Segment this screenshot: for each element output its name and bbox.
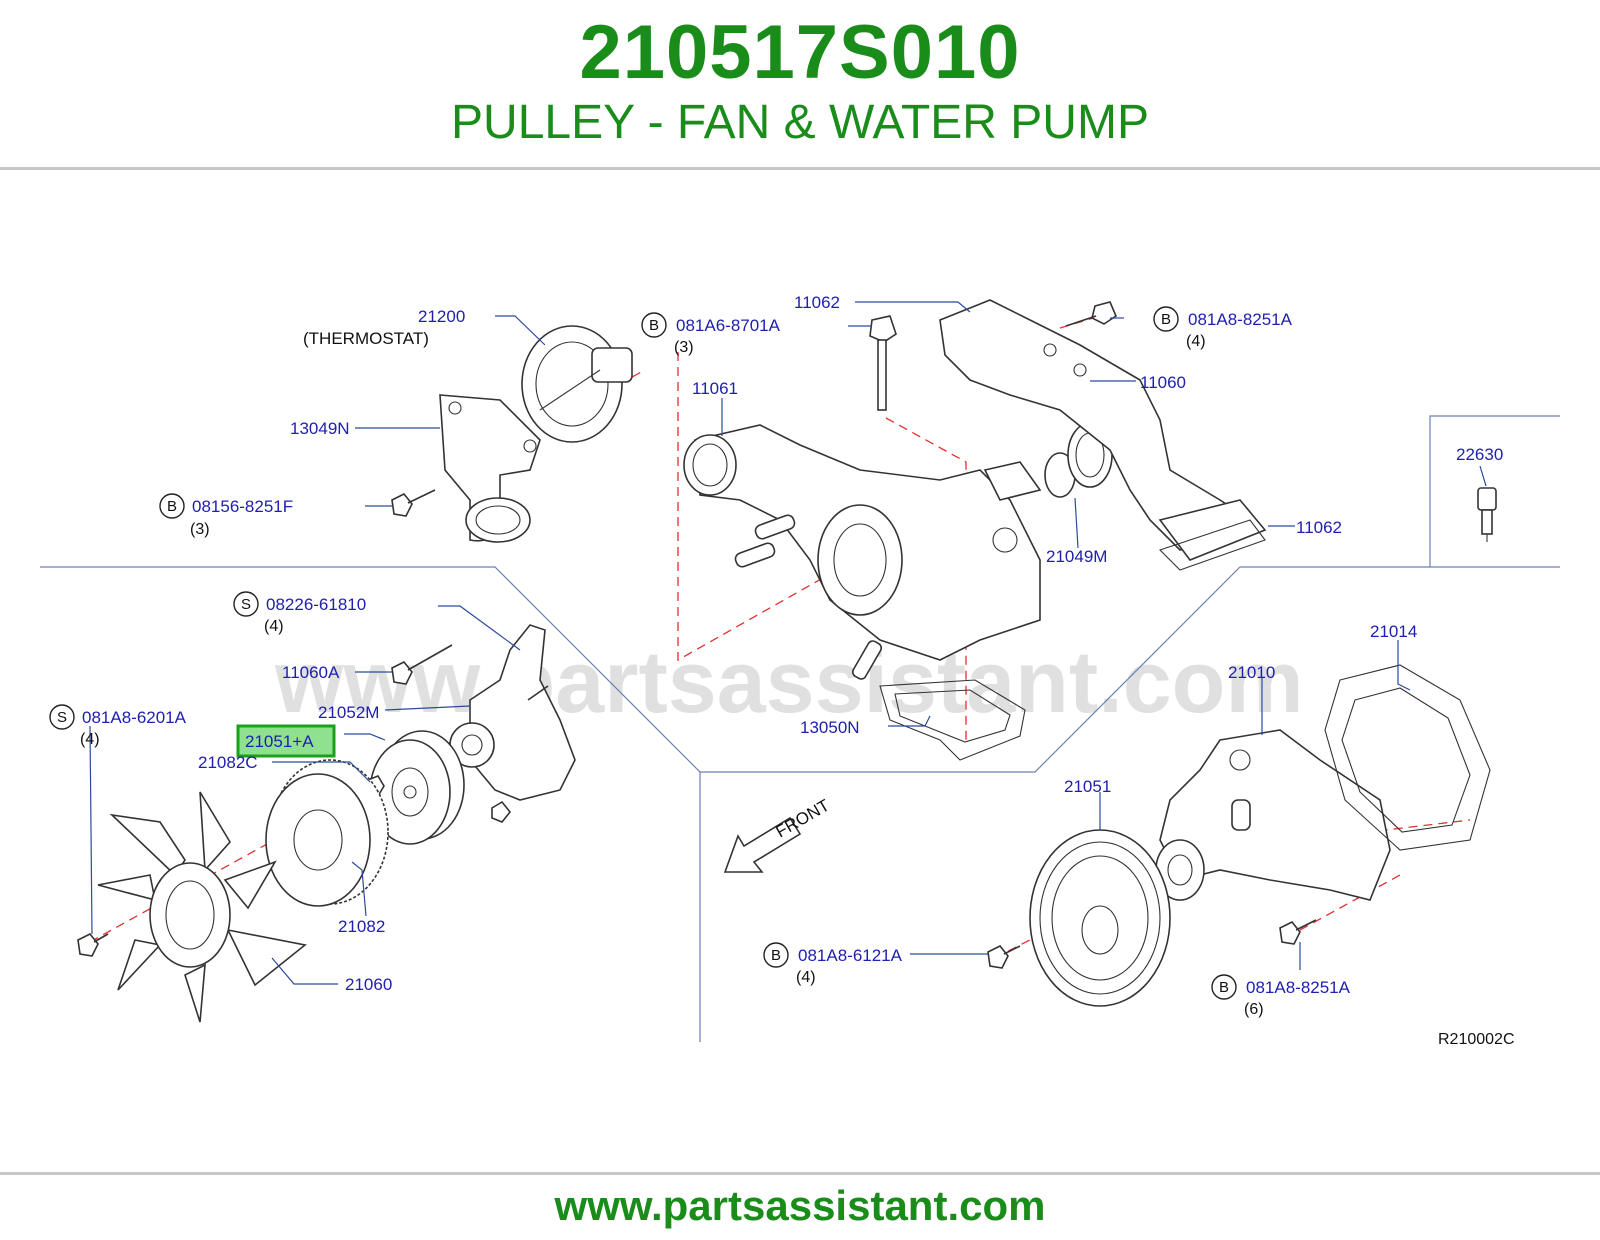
cooling-fan-drawing bbox=[97, 791, 307, 1023]
svg-text:B: B bbox=[167, 498, 177, 515]
badge-s-08226: S bbox=[233, 591, 259, 617]
svg-text:B: B bbox=[1161, 311, 1171, 328]
callout-081a8-6121a[interactable]: 081A8-6121A bbox=[798, 946, 903, 965]
water-pump-drawing bbox=[1155, 729, 1391, 901]
svg-text:S: S bbox=[241, 596, 251, 613]
sensor-22630-drawing bbox=[1477, 487, 1497, 542]
callout-11062-right[interactable]: 11062 bbox=[1296, 518, 1342, 537]
callout-21014[interactable]: 21014 bbox=[1370, 622, 1417, 641]
badge-b-08156: B bbox=[159, 493, 185, 519]
callout-21200[interactable]: 21200 bbox=[418, 307, 465, 326]
badge-b-081a8-top: B bbox=[1153, 306, 1179, 332]
gasket-11062-drawing bbox=[1158, 519, 1266, 571]
callout-081a8-8251a-bottom[interactable]: 081A8-8251A bbox=[1246, 978, 1351, 997]
callout-21049m[interactable]: 21049M bbox=[1046, 547, 1107, 566]
footer-divider bbox=[0, 1172, 1600, 1175]
callout-11061[interactable]: 11061 bbox=[692, 379, 738, 398]
badge-s-081a8-6201a: S bbox=[49, 704, 75, 730]
qty-081a8-6201a: (4) bbox=[80, 731, 100, 748]
callout-11062-top[interactable]: 11062 bbox=[794, 293, 840, 312]
qty-081a8-bottom: (6) bbox=[1244, 1001, 1264, 1018]
diagram-reference-code: R210002C bbox=[1438, 1031, 1515, 1048]
thermostat-note: (THERMOSTAT) bbox=[303, 329, 429, 348]
callout-highlight-box bbox=[236, 724, 336, 758]
bolt-top-right-drawing bbox=[1065, 301, 1117, 327]
callout-081a8-6201a[interactable]: 081A8-6201A bbox=[82, 708, 187, 727]
callout-13050n[interactable]: 13050N bbox=[800, 718, 860, 737]
callout-08156-8251f[interactable]: 08156-8251F bbox=[192, 497, 293, 516]
callout-13049n[interactable]: 13049N bbox=[290, 419, 350, 438]
badge-b-081a6: B bbox=[641, 312, 667, 338]
section-title: PULLEY - FAN & WATER PUMP bbox=[451, 96, 1149, 149]
header-divider bbox=[0, 167, 1600, 170]
callout-21051a[interactable]: 21051+A bbox=[245, 732, 314, 751]
part-number-title: 210517S010 bbox=[579, 10, 1021, 95]
water-pump-pulley-drawing bbox=[1029, 829, 1171, 1007]
svg-text:B: B bbox=[649, 317, 659, 334]
front-direction-arrow: FRONT bbox=[723, 796, 833, 873]
callout-22630[interactable]: 22630 bbox=[1456, 445, 1503, 464]
water-outlet-drawing bbox=[683, 424, 1042, 680]
pump-gasket-drawing bbox=[1324, 664, 1491, 851]
watermark-text: www.partsassistant.com bbox=[274, 632, 1304, 731]
svg-text:B: B bbox=[1219, 979, 1229, 996]
qty-081a8-top: (4) bbox=[1186, 333, 1206, 350]
callout-21010[interactable]: 21010 bbox=[1228, 663, 1275, 682]
qty-08156: (3) bbox=[190, 521, 210, 538]
thermostat-drawing bbox=[521, 325, 633, 443]
callout-21060[interactable]: 21060 bbox=[345, 975, 392, 994]
front-label: FRONT bbox=[773, 796, 833, 842]
callout-11060[interactable]: 11060 bbox=[1140, 373, 1186, 392]
bolt-pump-pulley-drawing bbox=[987, 944, 1021, 969]
badge-b-081a8-bottom: B bbox=[1211, 974, 1237, 1000]
fan-pulley-drawing bbox=[369, 730, 465, 845]
qty-08226: (4) bbox=[264, 618, 284, 635]
badge-b-081a8-6121a: B bbox=[763, 942, 789, 968]
section-borders bbox=[40, 415, 1560, 1042]
gasket-13050n-drawing bbox=[879, 679, 1026, 761]
callout-21051[interactable]: 21051 bbox=[1064, 777, 1111, 796]
bolt-pump-body-drawing bbox=[1279, 919, 1317, 945]
callout-081a8-8251a-top[interactable]: 081A8-8251A bbox=[1188, 310, 1293, 329]
callout-081a6-8701a[interactable]: 081A6-8701A bbox=[676, 316, 781, 335]
thermostat-housing-drawing bbox=[439, 394, 541, 543]
footer-url[interactable]: www.partsassistant.com bbox=[554, 1182, 1046, 1229]
bolt-08156-drawing bbox=[391, 489, 436, 517]
callout-21082[interactable]: 21082 bbox=[338, 917, 385, 936]
callout-11060a[interactable]: 11060A bbox=[282, 663, 340, 682]
callout-21082c[interactable]: 21082C bbox=[198, 753, 258, 772]
bolt-11060a-drawing bbox=[391, 644, 453, 685]
stud-bolt-drawing bbox=[527, 685, 549, 701]
long-bolt-drawing bbox=[869, 315, 897, 411]
bolt-fan-drawing bbox=[77, 932, 109, 957]
leader-lines bbox=[89, 301, 1487, 985]
qty-081a6: (3) bbox=[674, 339, 694, 356]
callout-21052m[interactable]: 21052M bbox=[318, 703, 379, 722]
svg-text:B: B bbox=[771, 947, 781, 964]
svg-text:S: S bbox=[57, 709, 67, 726]
water-inlet-pipe-drawing bbox=[939, 299, 1267, 561]
callout-08226-61810[interactable]: 08226-61810 bbox=[266, 595, 366, 614]
qty-081a8-6121a: (4) bbox=[796, 969, 816, 986]
